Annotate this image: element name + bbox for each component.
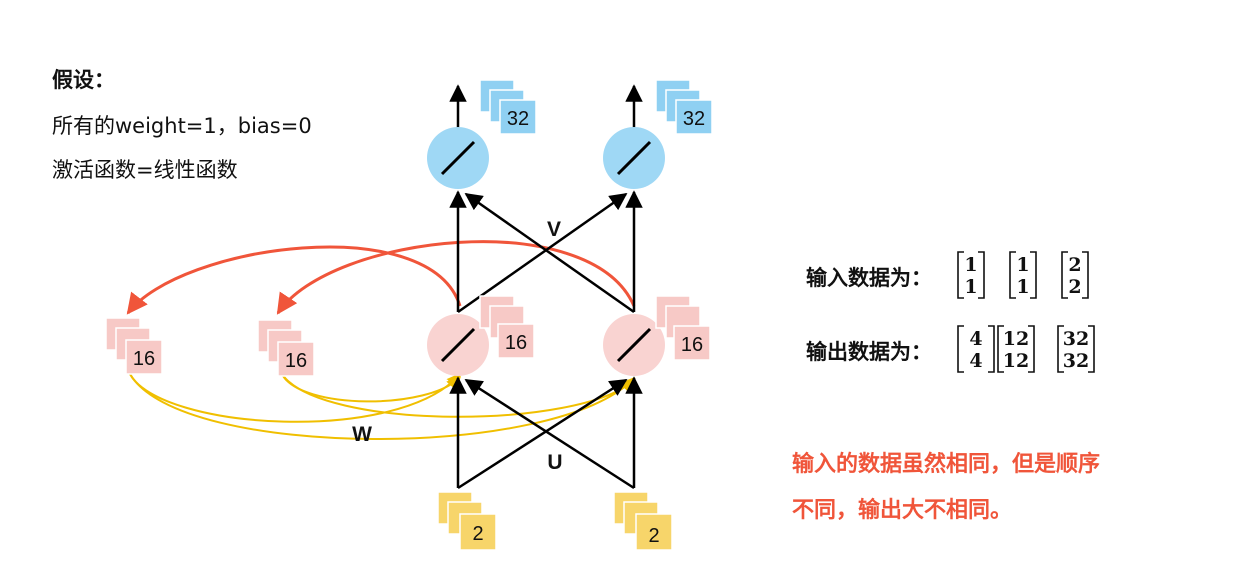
observation-line-2: 不同，输出大不相同。 bbox=[792, 498, 1013, 523]
input-card-stack-1: 2 bbox=[437, 491, 497, 551]
u-edge-3 bbox=[457, 378, 628, 490]
output-node-1 bbox=[427, 127, 489, 189]
hidden-card-stack-2: 16 bbox=[655, 295, 711, 361]
memory-arrow-1 bbox=[129, 372, 461, 423]
input-card-value-1: 2 bbox=[472, 523, 483, 545]
memory-arrow-4 bbox=[281, 373, 636, 418]
v-edge-4 bbox=[464, 192, 635, 314]
hidden-node-2 bbox=[603, 314, 665, 376]
input-card-value-2: 2 bbox=[648, 525, 659, 547]
output-card-stack-1: 32 bbox=[479, 79, 537, 135]
u-edge-4 bbox=[464, 378, 635, 490]
assumption-activation: 激活函数=线性函数 bbox=[52, 158, 238, 182]
memory-arrow-2 bbox=[129, 373, 635, 440]
hidden-node-1 bbox=[427, 314, 489, 376]
output-card-value-2: 32 bbox=[683, 108, 705, 130]
memory-card-stack-1: 16 bbox=[105, 317, 163, 375]
weight-label-v: V bbox=[547, 218, 561, 241]
hidden-card-stack-1: 16 bbox=[479, 295, 535, 359]
weight-label-u: U bbox=[547, 451, 562, 474]
output-node-2 bbox=[603, 127, 665, 189]
v-edge-3 bbox=[457, 192, 628, 314]
assumption-weight-bias: 所有的weight=1，bias=0 bbox=[52, 114, 312, 138]
output-card-stack-2: 32 bbox=[655, 79, 713, 135]
memory-card-stack-2: 16 bbox=[257, 319, 315, 377]
hidden-card-value-2: 16 bbox=[681, 334, 703, 356]
input-data-label: 输入数据为： bbox=[806, 266, 932, 290]
output-data-label: 输出数据为： bbox=[806, 340, 932, 364]
weight-label-w: W bbox=[352, 423, 372, 446]
memory-card-value-2: 16 bbox=[285, 350, 307, 372]
hidden-card-value-1: 16 bbox=[505, 332, 527, 354]
recurrent-arrow-right bbox=[276, 240, 636, 315]
output-card-value-1: 32 bbox=[507, 108, 529, 130]
recurrent-arrow-left bbox=[126, 245, 462, 315]
input-card-stack-2: 2 bbox=[613, 491, 673, 551]
assumption-title: 假设： bbox=[52, 68, 115, 92]
memory-card-value-1: 16 bbox=[133, 348, 155, 370]
memory-arrow-3 bbox=[281, 373, 461, 403]
observation-line-1: 输入的数据虽然相同，但是顺序 bbox=[792, 452, 1101, 477]
